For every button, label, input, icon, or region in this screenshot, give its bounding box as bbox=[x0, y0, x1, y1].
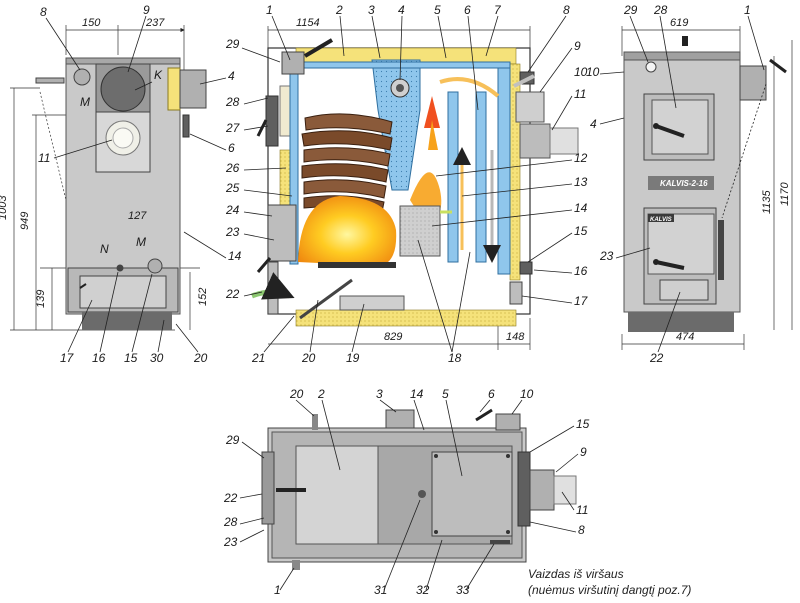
label: 33 bbox=[456, 583, 470, 597]
dimension-label: 237 bbox=[145, 17, 165, 29]
dimension-label: 829 bbox=[384, 331, 402, 343]
label: 5 bbox=[442, 387, 449, 401]
front-view bbox=[10, 25, 207, 331]
label: 21 bbox=[251, 351, 265, 365]
label: 29 bbox=[225, 37, 240, 51]
label: 29 bbox=[225, 433, 240, 447]
label: 16 bbox=[574, 264, 588, 278]
label: 1 bbox=[744, 3, 751, 17]
label: K bbox=[154, 68, 163, 82]
label: 23 bbox=[225, 225, 240, 239]
brand-label: KALVIS bbox=[650, 217, 672, 223]
label: 4 bbox=[398, 3, 405, 17]
label: 31 bbox=[374, 583, 387, 597]
dimension-label: 139 bbox=[35, 290, 47, 308]
dimension-label: 152 bbox=[197, 288, 209, 306]
caption-line-1: Vaizdas iš viršaus bbox=[528, 567, 624, 581]
label: 10 bbox=[586, 65, 600, 79]
label: 3 bbox=[376, 387, 383, 401]
section-labels: 1 1154 2 3 4 5 6 7 8 29 28 27 26 25 24 2… bbox=[225, 3, 589, 365]
label: 12 bbox=[574, 151, 588, 165]
label: 22 bbox=[649, 351, 664, 365]
label: 4 bbox=[590, 117, 597, 131]
label: 28 bbox=[223, 515, 238, 529]
label: 20 bbox=[193, 351, 208, 365]
label: 1 bbox=[274, 583, 281, 597]
label: 17 bbox=[60, 351, 75, 365]
label: 15 bbox=[576, 417, 590, 431]
caption-line-2: (nuėmus viršutinį dangtį poz.7) bbox=[528, 583, 691, 597]
section-view bbox=[251, 26, 579, 350]
label: 26 bbox=[225, 161, 240, 175]
label: 28 bbox=[653, 3, 668, 17]
dimension-label: 474 bbox=[676, 331, 694, 343]
label: N bbox=[100, 242, 109, 256]
top-view bbox=[261, 408, 577, 570]
dimension-label: 1135 bbox=[761, 189, 773, 214]
label: 6 bbox=[464, 3, 471, 17]
top-view-labels: 20 2 3 14 5 6 10 15 9 11 8 29 22 28 23 1… bbox=[223, 387, 590, 597]
label: 6 bbox=[488, 387, 495, 401]
label: 19 bbox=[346, 351, 360, 365]
label: 5 bbox=[434, 3, 441, 17]
label: 14 bbox=[228, 249, 242, 263]
dimension-label: 148 bbox=[506, 331, 525, 343]
label: 2 bbox=[335, 3, 343, 17]
label: 9 bbox=[580, 445, 587, 459]
label: 11 bbox=[574, 87, 586, 101]
label: 1 bbox=[266, 3, 273, 17]
dimension-label: 150 bbox=[82, 17, 101, 29]
label: 10 bbox=[574, 65, 588, 79]
label: 8 bbox=[563, 3, 570, 17]
label: 3 bbox=[368, 3, 375, 17]
label: M bbox=[136, 235, 146, 249]
label: 14 bbox=[574, 201, 588, 215]
label: 10 bbox=[520, 387, 534, 401]
label: 22 bbox=[223, 491, 238, 505]
label: 14 bbox=[410, 387, 424, 401]
label: 7 bbox=[494, 3, 502, 17]
front-view-labels: 8 9 150 237 1003 949 139 152 127 N M M K… bbox=[0, 3, 242, 365]
front-door-view: KALVIS-2-16 KALVIS bbox=[621, 26, 793, 350]
label: 18 bbox=[448, 351, 462, 365]
label: 9 bbox=[574, 39, 581, 53]
dimension-label: 1003 bbox=[0, 195, 9, 220]
label: 24 bbox=[225, 203, 240, 217]
label: 30 bbox=[150, 351, 164, 365]
label: 25 bbox=[225, 181, 240, 195]
label: 23 bbox=[599, 249, 614, 263]
label: 20 bbox=[301, 351, 316, 365]
label: 11 bbox=[38, 151, 50, 165]
label: 32 bbox=[416, 583, 430, 597]
fire bbox=[298, 196, 397, 266]
label: 9 bbox=[143, 3, 150, 17]
label: 28 bbox=[225, 95, 240, 109]
dimension-label: 1170 bbox=[779, 181, 791, 206]
label: 22 bbox=[225, 287, 240, 301]
label: 15 bbox=[124, 351, 138, 365]
dimension-label: 127 bbox=[128, 210, 147, 222]
label: 15 bbox=[574, 224, 588, 238]
front-door-labels: 29 28 1 619 10 4 1135 1170 23 22 474 bbox=[586, 3, 791, 365]
dimension-label: 1154 bbox=[296, 17, 320, 29]
label: 16 bbox=[92, 351, 106, 365]
label: 27 bbox=[225, 121, 241, 135]
label: 8 bbox=[40, 5, 47, 19]
label: 23 bbox=[223, 535, 238, 549]
label: 20 bbox=[289, 387, 304, 401]
label: 13 bbox=[574, 175, 588, 189]
caption: Vaizdas iš viršaus (nuėmus viršutinį dan… bbox=[528, 567, 691, 597]
brand-label: KALVIS-2-16 bbox=[660, 179, 708, 188]
label: 2 bbox=[317, 387, 325, 401]
dimension-label: 949 bbox=[19, 212, 31, 230]
label: 17 bbox=[574, 294, 589, 308]
label: 6 bbox=[228, 141, 235, 155]
label: 11 bbox=[576, 503, 588, 517]
label: M bbox=[80, 95, 90, 109]
label: 4 bbox=[228, 69, 235, 83]
label: 29 bbox=[623, 3, 638, 17]
label: 8 bbox=[578, 523, 585, 537]
dimension-label: 619 bbox=[670, 17, 688, 29]
